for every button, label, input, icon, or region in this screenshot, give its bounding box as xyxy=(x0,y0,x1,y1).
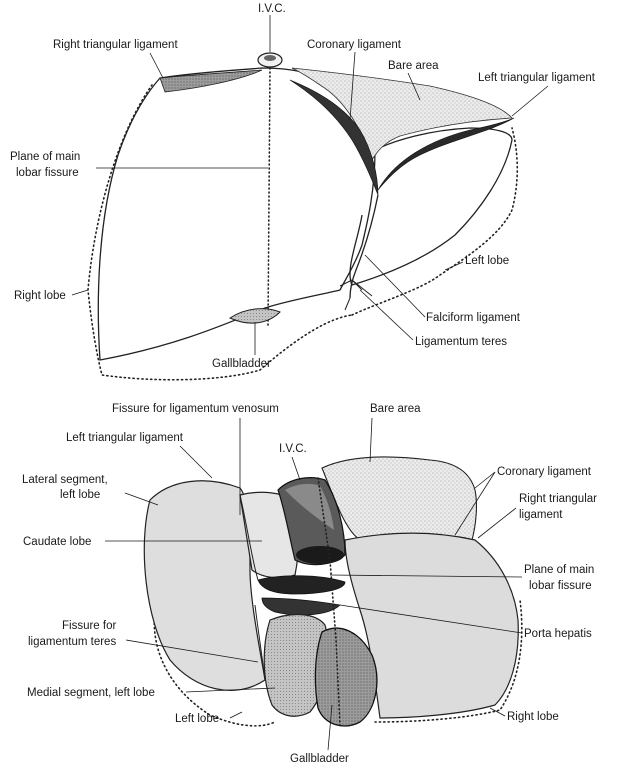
bottom-plane-fissure-label-1: Plane of main xyxy=(524,564,594,576)
top-gallbladder xyxy=(230,309,280,324)
bottom-right-lobe-label: Right lobe xyxy=(507,711,559,723)
bottom-right-triangular-label-2: ligament xyxy=(519,509,563,521)
bottom-fissure-teres-label-2: ligamentum teres xyxy=(28,636,116,648)
top-plane-fissure-label-1: Plane of main xyxy=(10,151,80,163)
bottom-porta-hepatis-label: Porta hepatis xyxy=(524,628,592,640)
top-ivc-label: I.V.C. xyxy=(258,3,286,15)
bottom-coronary-ligament-label: Coronary ligament xyxy=(497,466,592,478)
top-ligamentum-teres-label: Ligamentum teres xyxy=(415,336,507,348)
top-liver-view: I.V.C. Right triangular ligament Coronar… xyxy=(10,3,596,380)
bottom-left-lobe-label: Left lobe xyxy=(175,713,219,725)
bottom-lateral-segment-label-2: left lobe xyxy=(60,489,100,501)
bottom-right-triangular-label-1: Right triangular xyxy=(519,493,597,505)
top-plane-fissure-label-2: lobar fissure xyxy=(16,167,79,179)
top-ligamentum-teres-lines xyxy=(340,280,372,310)
top-right-triangular-label: Right triangular ligament xyxy=(53,39,178,51)
bottom-gallbladder xyxy=(315,628,377,726)
bottom-bare-area xyxy=(322,457,476,540)
bottom-medial-segment-label: Medial segment, left lobe xyxy=(27,687,155,699)
bottom-porta-hepatis-2 xyxy=(262,598,340,615)
bottom-fissure-venosum-label: Fissure for ligamentum venosum xyxy=(112,403,279,415)
top-bare-area-label: Bare area xyxy=(388,60,439,72)
bottom-ivc-opening xyxy=(296,546,344,564)
bottom-caudate-lobe-label: Caudate lobe xyxy=(23,536,91,548)
bottom-fissure-teres-label-1: Fissure for xyxy=(62,620,116,632)
top-coronary-ligament-label: Coronary ligament xyxy=(307,39,402,51)
bottom-bare-area-label: Bare area xyxy=(370,403,421,415)
bottom-left-triangular-label: Left triangular ligament xyxy=(66,432,184,444)
top-left-lobe-label: Left lobe xyxy=(465,255,509,267)
bottom-gallbladder-label: Gallbladder xyxy=(290,753,349,765)
bottom-ivc-label: I.V.C. xyxy=(279,443,307,455)
top-ivc-lumen xyxy=(264,55,276,61)
bottom-lateral-segment-label-1: Lateral segment, xyxy=(22,474,108,486)
top-falciform-label: Falciform ligament xyxy=(426,312,521,324)
top-dotted-margin-right xyxy=(352,128,517,315)
bottom-liver-view: Fissure for ligamentum venosum Bare area… xyxy=(22,403,597,765)
top-right-lobe-label: Right lobe xyxy=(14,290,66,302)
top-gallbladder-label: Gallbladder xyxy=(212,358,271,370)
top-right-triangular-ligament xyxy=(160,70,262,92)
bottom-plane-fissure-label-2: lobar fissure xyxy=(529,580,592,592)
top-main-lobar-fissure-plane xyxy=(268,68,270,325)
top-left-triangular-label: Left triangular ligament xyxy=(478,72,596,84)
